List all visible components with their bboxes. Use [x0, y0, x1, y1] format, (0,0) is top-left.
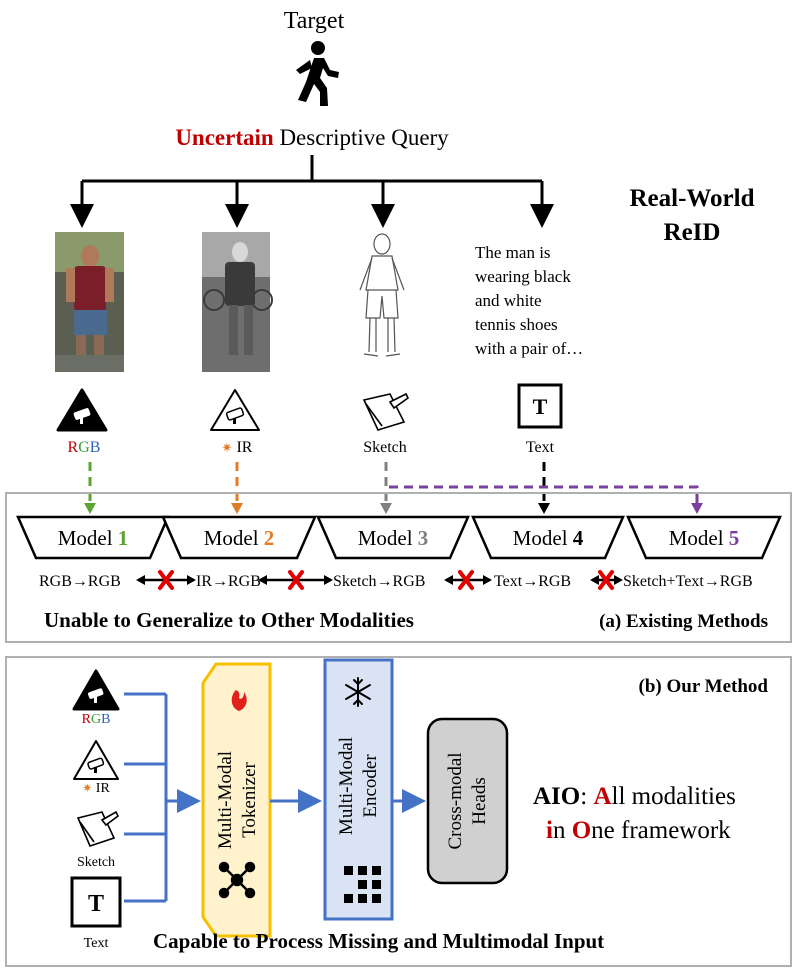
- red-x-icons: [158, 570, 614, 590]
- svg-text:T: T: [533, 394, 548, 419]
- svg-text:and white: and white: [475, 291, 542, 310]
- rgb-camera-icon: [56, 388, 108, 432]
- limitation-text: Unable to Generalize to Other Modalities: [44, 608, 414, 632]
- sketch-label: Sketch: [363, 439, 407, 456]
- our-method-caption: (b) Our Method: [639, 676, 769, 697]
- text-description: The man is wearing black and white tenni…: [475, 243, 583, 358]
- query-label: Uncertain Descriptive Query: [175, 125, 449, 150]
- snowflake-icon: [345, 677, 371, 707]
- hierarchy-icon: [344, 866, 381, 903]
- task-ir-rgb: IR→RGB: [196, 573, 261, 590]
- model-4-label: Model 4: [513, 526, 584, 550]
- text-icon-b: T: [70, 876, 122, 928]
- text-label-b: Text: [84, 936, 109, 951]
- fire-icon: [231, 690, 247, 711]
- multi-modal-encoder: [323, 658, 394, 921]
- svg-text:wearing black: wearing black: [475, 267, 571, 286]
- target-label: Target: [284, 8, 345, 34]
- capability-text: Capable to Process Missing and Multimoda…: [153, 929, 604, 953]
- rgb-label-b: RGB: [82, 712, 111, 727]
- rgb-label: RGB: [68, 439, 101, 456]
- sketch-icon-b: [76, 810, 120, 847]
- task-sketch-text-rgb: Sketch+Text→RGB: [623, 573, 753, 590]
- existing-methods-caption: (a) Existing Methods: [599, 611, 768, 632]
- aio-line-1: AIO: All modalities: [533, 783, 736, 810]
- rgb-camera-icon-b: [72, 669, 120, 711]
- text-icon: T: [517, 383, 563, 429]
- model-2-label: Model 2: [204, 526, 275, 550]
- input-connectors: [124, 692, 201, 903]
- svg-text:tennis shoes: tennis shoes: [475, 315, 558, 334]
- ir-person-image: [202, 232, 273, 372]
- ir-camera-icon-b: [73, 740, 119, 780]
- model-row: [16, 515, 782, 560]
- svg-text:The man is: The man is: [475, 243, 551, 262]
- model-3-label: Model 3: [358, 526, 429, 550]
- query-uncertain: Uncertain: [175, 125, 274, 150]
- task-sketch-rgb: Sketch→RGB: [333, 573, 425, 590]
- model-1-label: Model 1: [58, 526, 129, 550]
- aio-line-2: in One framework: [546, 817, 731, 844]
- task-text-rgb: Text→RGB: [494, 573, 571, 590]
- query-branch-tree: [70, 155, 554, 228]
- model-5-label: Model 5: [669, 526, 740, 550]
- walking-person-icon: [296, 41, 339, 106]
- ir-label: ✷ IR: [222, 439, 253, 456]
- svg-text:with a pair of…: with a pair of…: [475, 339, 583, 358]
- reid-title: ReID: [664, 219, 721, 246]
- query-rest: Descriptive Query: [274, 125, 449, 150]
- multi-modal-tokenizer: [201, 662, 272, 938]
- sketch-label-b: Sketch: [77, 855, 115, 870]
- sketch-icon: [362, 392, 410, 431]
- text-label: Text: [526, 439, 555, 456]
- existing-methods-panel: [5, 492, 792, 643]
- connector-arrowheads: [84, 503, 703, 514]
- sketch-person-image: [359, 233, 405, 357]
- our-method-panel: [5, 656, 792, 967]
- ir-camera-icon: [210, 389, 260, 431]
- task-rgb-rgb: RGB→RGB: [39, 573, 121, 590]
- modality-to-model-connectors: [88, 462, 699, 506]
- real-world-title: Real-World: [630, 185, 755, 212]
- svg-text:T: T: [88, 891, 104, 917]
- ir-label-b: ✷ IR: [82, 781, 110, 796]
- network-icon: [218, 861, 256, 899]
- rgb-person-image: [55, 232, 124, 372]
- cross-modal-heads: [426, 717, 509, 885]
